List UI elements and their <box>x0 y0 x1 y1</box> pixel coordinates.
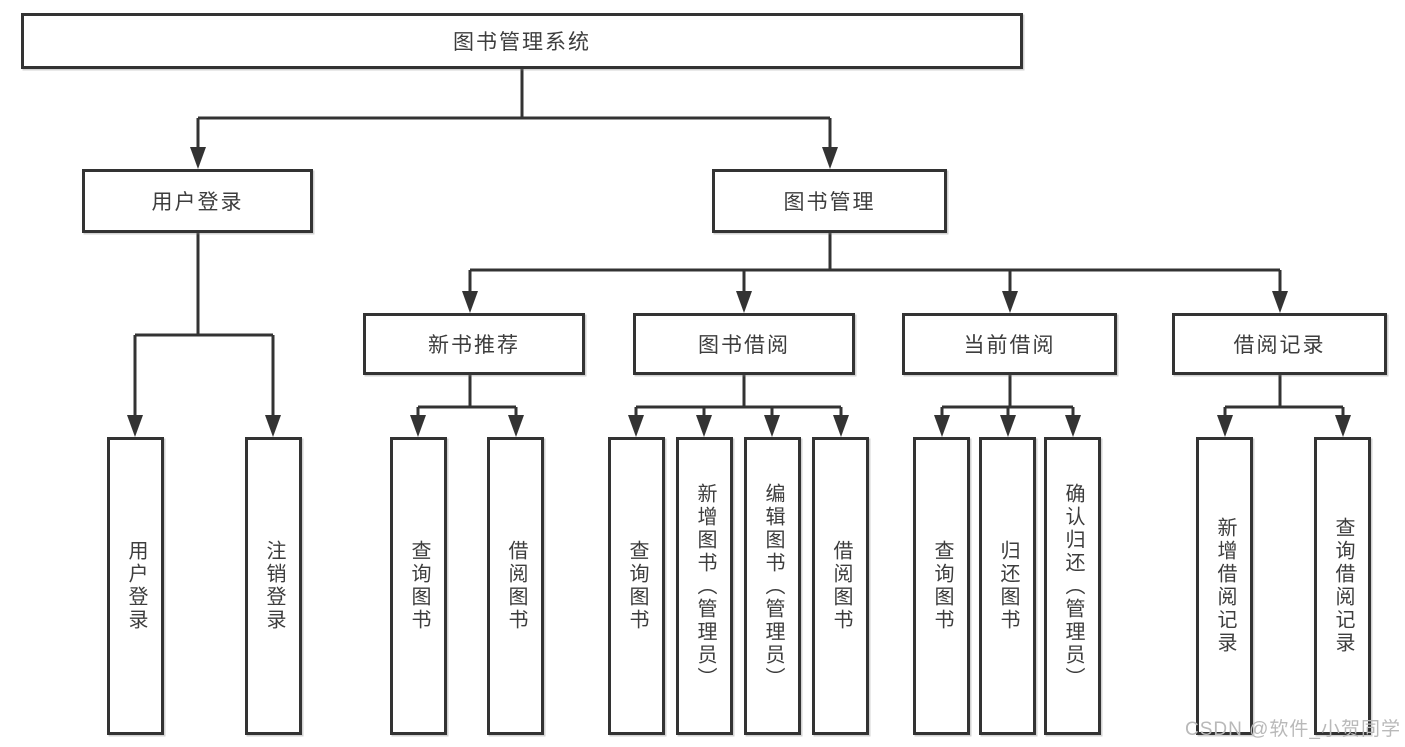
arrowhead-icons <box>127 147 1351 437</box>
leaf-label: 新增图书（管理员） <box>694 482 716 690</box>
leaf-return-books: 归还图书 <box>979 437 1036 735</box>
node-label: 图书借阅 <box>698 334 790 357</box>
node-root-label: 图书管理系统 <box>453 31 591 54</box>
leaf-add-books-admin: 新增图书（管理员） <box>676 437 733 735</box>
leaf-label: 新增借阅记录 <box>1214 517 1236 655</box>
leaf-label: 查询图书 <box>931 540 953 632</box>
leaf-borrow-books: 借阅图书 <box>812 437 869 735</box>
node-new-book-recommend: 新书推荐 <box>363 313 585 375</box>
leaf-add-borrow-record: 新增借阅记录 <box>1196 437 1253 735</box>
leaf-query-books-recommend: 查询图书 <box>390 437 447 735</box>
leaf-label: 归还图书 <box>997 540 1019 632</box>
node-label: 借阅记录 <box>1233 334 1326 357</box>
leaf-user-login: 用户登录 <box>107 437 164 735</box>
node-current-borrow: 当前借阅 <box>902 313 1117 375</box>
leaf-label: 确认归还（管理员） <box>1062 482 1084 690</box>
leaf-confirm-return-admin: 确认归还（管理员） <box>1044 437 1101 735</box>
node-label: 当前借阅 <box>963 334 1056 357</box>
leaf-query-books-borrow: 查询图书 <box>608 437 665 735</box>
node-label: 图书管理 <box>783 191 876 214</box>
leaf-borrow-books-recommend: 借阅图书 <box>487 437 544 735</box>
leaf-query-books-current: 查询图书 <box>913 437 970 735</box>
node-book-borrow: 图书借阅 <box>633 313 855 375</box>
node-book-management-branch: 图书管理 <box>712 169 947 233</box>
node-user-login-branch: 用户登录 <box>82 169 313 233</box>
leaf-label: 编辑图书（管理员） <box>762 482 784 690</box>
leaf-label: 查询图书 <box>626 540 648 632</box>
leaf-label: 查询借阅记录 <box>1332 517 1354 655</box>
csdn-watermark: CSDN @软件_小贺同学 <box>1185 719 1401 740</box>
leaf-logout: 注销登录 <box>245 437 302 735</box>
leaf-label: 借阅图书 <box>505 540 527 632</box>
leaf-label: 借阅图书 <box>830 540 852 632</box>
node-borrow-records: 借阅记录 <box>1172 313 1387 375</box>
leaf-label: 注销登录 <box>263 540 285 632</box>
leaf-query-borrow-record: 查询借阅记录 <box>1314 437 1371 735</box>
node-label: 新书推荐 <box>428 334 520 357</box>
leaf-label: 用户登录 <box>125 540 147 632</box>
leaf-edit-books-admin: 编辑图书（管理员） <box>744 437 801 735</box>
node-root-system: 图书管理系统 <box>21 13 1023 69</box>
leaf-label: 查询图书 <box>408 540 430 632</box>
node-label: 用户登录 <box>151 191 244 214</box>
